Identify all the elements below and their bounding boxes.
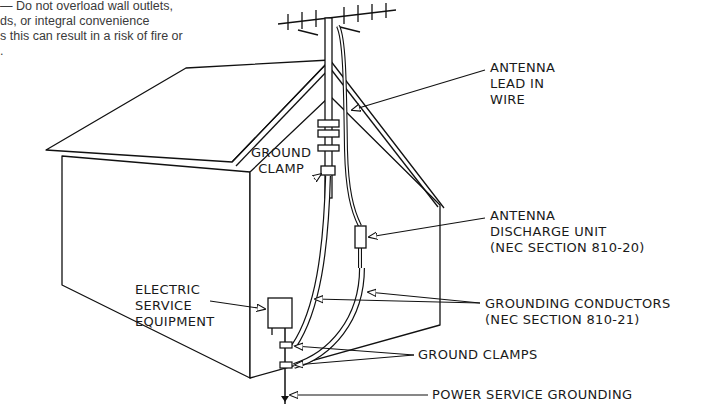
service-box <box>268 298 292 328</box>
side-wall <box>62 156 250 378</box>
ground-rod-tip <box>281 396 289 402</box>
mast <box>318 18 339 198</box>
part-label: GROUND CLAMPS <box>418 347 537 363</box>
part-label: ANTENNA DISCHARGE UNIT (NEC SECTION 810-… <box>490 208 645 256</box>
ground-clamp <box>321 166 335 175</box>
ground-clamp <box>280 342 292 348</box>
conduit <box>271 328 272 335</box>
roof <box>46 60 330 162</box>
part-label: GROUNDING CONDUCTORS (NEC SECTION 810-21… <box>485 296 670 328</box>
gable-edge <box>232 60 444 208</box>
gable-fascia <box>236 68 330 166</box>
part-label: ELECTRIC SERVICE EQUIPMENT <box>135 282 214 330</box>
part-label: ANTENNA LEAD IN WIRE <box>490 60 555 108</box>
antenna <box>278 3 396 35</box>
leader-arrow <box>210 70 485 395</box>
discharge-unit <box>355 226 366 248</box>
ground-clamp <box>280 362 292 368</box>
part-label: GROUND CLAMP <box>251 145 311 177</box>
warning-note: — Do not overload wall outlets, ds, or i… <box>0 0 183 59</box>
grounding-conductor <box>294 176 362 366</box>
part-label: POWER SERVICE GROUNDING <box>432 387 632 403</box>
